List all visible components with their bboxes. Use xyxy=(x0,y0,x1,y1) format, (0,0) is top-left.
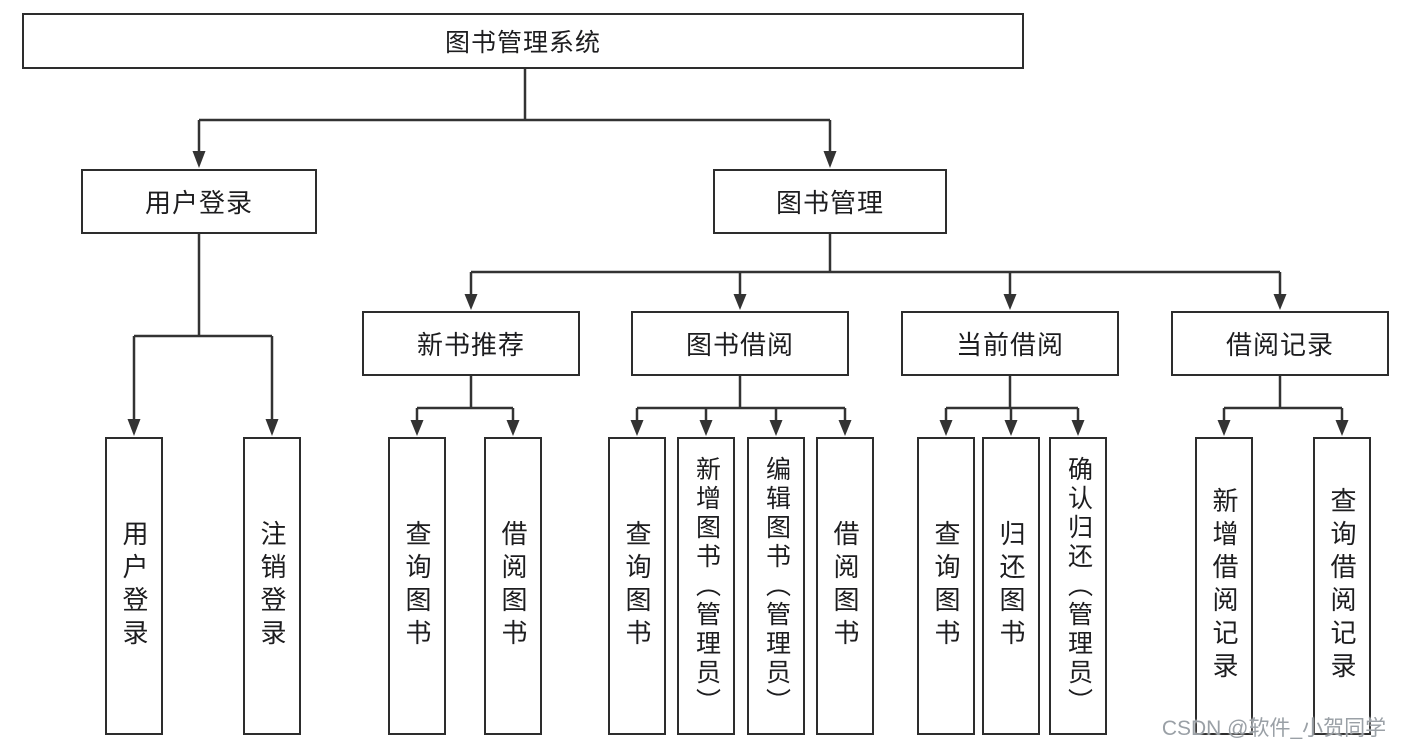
node-leaf-borrow-books-2-label: 借阅图书 xyxy=(830,520,860,652)
connector-newrec-to-leaves xyxy=(415,376,515,421)
node-borrow-records: 借阅记录 xyxy=(1171,311,1389,376)
node-leaf-edit-book-admin: 编辑图书（管理员） xyxy=(747,437,805,735)
connector-records-to-leaves xyxy=(1222,376,1344,421)
node-leaf-edit-book-admin-label: 编辑图书（管理员） xyxy=(762,455,791,717)
node-leaf-borrow-books-1-label: 借阅图书 xyxy=(498,520,528,652)
node-leaf-confirm-return-admin-label: 确认归还（管理员） xyxy=(1064,455,1093,717)
node-book-borrow-label: 图书借阅 xyxy=(685,330,794,360)
csdn-watermark: CSDN @软件_小贺同学 xyxy=(1161,717,1387,740)
node-leaf-user-login-label: 用户登录 xyxy=(119,520,149,652)
arrowheads-level2 xyxy=(192,151,837,168)
node-new-book-recommend-label: 新书推荐 xyxy=(416,330,525,360)
node-leaf-logout-label: 注销登录 xyxy=(257,520,287,652)
node-current-borrow-label: 当前借阅 xyxy=(955,330,1064,360)
node-leaf-add-borrow-record: 新增借阅记录 xyxy=(1195,437,1253,735)
node-book-management: 图书管理 xyxy=(713,169,947,234)
arrowheads-userlogin-leaves xyxy=(127,419,279,436)
node-leaf-query-borrow-record: 查询借阅记录 xyxy=(1313,437,1371,735)
node-leaf-logout: 注销登录 xyxy=(243,437,301,735)
node-leaf-borrow-books-2: 借阅图书 xyxy=(816,437,874,735)
connector-root-to-level2 xyxy=(197,69,832,152)
node-borrow-records-label: 借阅记录 xyxy=(1225,330,1334,360)
node-current-borrow: 当前借阅 xyxy=(901,311,1119,376)
connector-current-to-leaves xyxy=(944,376,1080,421)
connector-borrow-to-leaves xyxy=(635,376,847,421)
node-user-login-label: 用户登录 xyxy=(144,188,253,218)
node-leaf-query-books-1: 查询图书 xyxy=(388,437,446,735)
node-leaf-add-borrow-record-label: 新增借阅记录 xyxy=(1209,487,1239,685)
node-leaf-return-book: 归还图书 xyxy=(982,437,1040,735)
node-leaf-confirm-return-admin: 确认归还（管理员） xyxy=(1049,437,1107,735)
node-leaf-query-books-2-label: 查询图书 xyxy=(622,520,652,652)
arrowheads-current-leaves xyxy=(939,420,1085,436)
connector-userlogin-to-leaves xyxy=(132,234,274,420)
node-root: 图书管理系统 xyxy=(22,13,1024,69)
node-leaf-user-login: 用户登录 xyxy=(105,437,163,735)
node-leaf-add-book-admin: 新增图书（管理员） xyxy=(677,437,735,735)
arrowheads-borrow-leaves xyxy=(630,420,852,436)
node-book-management-label: 图书管理 xyxy=(775,188,884,218)
node-book-borrow: 图书借阅 xyxy=(631,311,849,376)
connector-bookmgmt-to-level3 xyxy=(469,234,1282,295)
node-leaf-add-book-admin-label: 新增图书（管理员） xyxy=(692,455,721,717)
node-root-label: 图书管理系统 xyxy=(444,29,601,57)
node-leaf-query-books-3: 查询图书 xyxy=(917,437,975,735)
arrowheads-level3 xyxy=(464,294,1287,310)
node-leaf-borrow-books-1: 借阅图书 xyxy=(484,437,542,735)
node-leaf-return-book-label: 归还图书 xyxy=(996,520,1026,652)
node-new-book-recommend: 新书推荐 xyxy=(362,311,580,376)
node-leaf-query-books-1-label: 查询图书 xyxy=(402,520,432,652)
arrowheads-newrec-leaves xyxy=(410,420,520,436)
node-user-login: 用户登录 xyxy=(81,169,317,234)
arrowheads-records-leaves xyxy=(1217,420,1349,436)
node-leaf-query-books-3-label: 查询图书 xyxy=(931,520,961,652)
node-leaf-query-books-2: 查询图书 xyxy=(608,437,666,735)
node-leaf-query-borrow-record-label: 查询借阅记录 xyxy=(1327,487,1357,685)
